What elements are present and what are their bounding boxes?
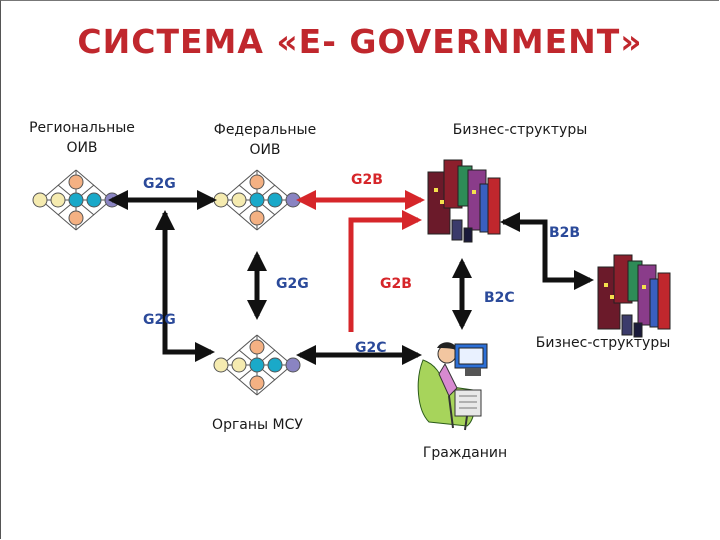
node-label-regional: Региональные ОИВ bbox=[29, 120, 135, 156]
network-icon-regional bbox=[32, 169, 120, 231]
connector-municipal-business bbox=[348, 210, 422, 332]
link-label-g2b-mid: G2B bbox=[380, 276, 412, 292]
link-label-g2g-mid: G2G bbox=[276, 276, 309, 292]
node-label-business-right: Бизнес-структуры bbox=[535, 335, 671, 351]
connector-regional-municipal bbox=[162, 213, 215, 362]
node-label-business-top: Бизнес-структуры bbox=[452, 122, 588, 138]
network-icon-municipal bbox=[213, 334, 301, 396]
link-label-g2c: G2C bbox=[355, 340, 387, 356]
citizen-computer-icon bbox=[417, 342, 488, 431]
business-buildings-icon-top bbox=[427, 159, 501, 243]
link-label-b2c: B2C bbox=[484, 290, 515, 306]
link-label-b2b: B2B bbox=[549, 225, 581, 241]
link-label-g2g-top: G2G bbox=[143, 176, 176, 192]
network-icon-federal bbox=[213, 169, 301, 231]
business-buildings-icon-right bbox=[597, 254, 671, 338]
node-label-federal: Федеральные ОИВ bbox=[213, 122, 317, 158]
node-label-municipal: Органы МСУ bbox=[212, 417, 303, 433]
link-label-g2g-left: G2G bbox=[143, 312, 176, 328]
node-label-citizen: Гражданин bbox=[422, 445, 508, 461]
page-title: СИСТЕМА «E- GOVERNMENT» bbox=[77, 22, 643, 61]
connector-business-business bbox=[503, 219, 594, 290]
link-label-g2b-top: G2B bbox=[351, 172, 383, 188]
